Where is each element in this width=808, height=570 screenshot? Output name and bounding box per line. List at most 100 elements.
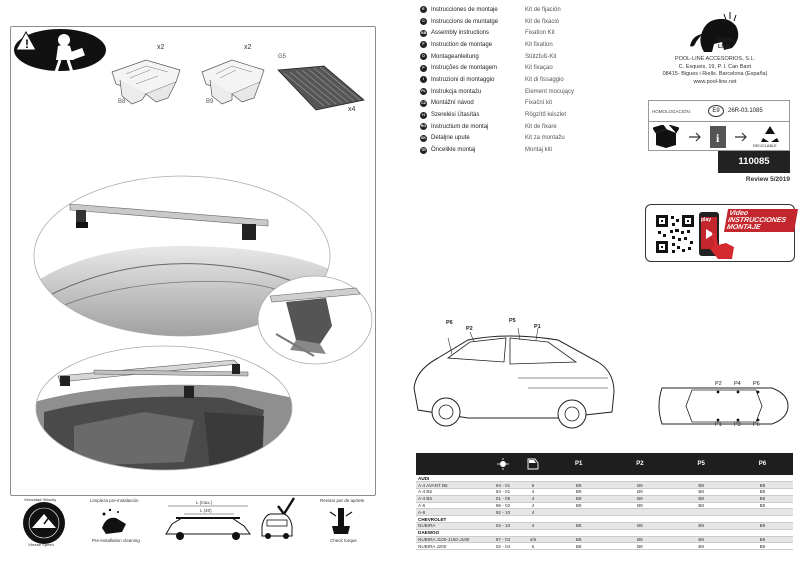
pos-p4-top: P4 — [734, 381, 741, 387]
warning-person-icon: ! — [14, 29, 106, 73]
part-b9-drawing — [201, 59, 265, 105]
flag-icon: C — [420, 18, 427, 26]
language-title: Szerelési Útasítás — [431, 112, 480, 119]
header-p1: P1 — [548, 453, 610, 475]
cell-p5: B9 — [670, 522, 732, 530]
qr-code-icon[interactable] — [654, 213, 696, 255]
language-title: Instructium de montaj — [431, 123, 489, 130]
flag-icon: D — [420, 53, 427, 61]
video-instructions-block[interactable]: play Video INSTRUCCIONES MONTAJE — [645, 204, 799, 262]
part-b8-drawing — [111, 59, 181, 105]
company-name: POOL-LINE ACCESORIOS, S.L. — [674, 56, 756, 62]
cell-p5: B8 — [670, 481, 732, 490]
cell-p5 — [670, 515, 732, 524]
cell-doors: 4 — [518, 502, 548, 510]
video-line-3: MONTAJE — [726, 224, 762, 231]
language-title: Instruction de montage — [431, 41, 493, 48]
cell-p6 — [731, 508, 793, 517]
part-g5-pad-drawing — [277, 65, 365, 111]
cell-p2 — [609, 529, 671, 537]
logo-line-1: POOL — [718, 38, 734, 44]
cell-p2 — [609, 475, 671, 483]
language-kit: Kit de fixació — [525, 18, 560, 25]
review-date: Review 5/2019 — [745, 176, 790, 183]
cell-p2: B9 — [609, 502, 671, 510]
roof-length-diagram-icon — [165, 505, 251, 540]
pos-p2-side: P2 — [466, 326, 473, 332]
language-title: Instrucciones de montaje — [431, 6, 498, 13]
pos-p5-side: P5 — [509, 318, 516, 324]
language-title: Montážní návod — [431, 100, 474, 107]
cell-model: NUBIRA J100-J150-J190 — [416, 536, 488, 544]
cell-p2: B8 — [609, 536, 671, 544]
language-title: Detaljne upute — [431, 135, 470, 142]
cell-years: 04 - 10 — [488, 522, 518, 530]
cell-years: 92 - 10 — [488, 508, 518, 517]
pos-p6-side: P6 — [446, 320, 453, 326]
table-row: CHEVROLET — [416, 515, 793, 524]
cell-p6 — [731, 529, 793, 537]
cell-doors — [518, 529, 548, 537]
arrow-right-icon — [689, 132, 701, 142]
cell-p5 — [670, 529, 732, 537]
cell-p1 — [548, 515, 610, 524]
speed-caption-bottom: Vitesse Speed — [28, 542, 54, 547]
left-panel: ! x2 B8 x2 B9 G5 x4 — [10, 26, 376, 496]
cell-model: CHEVROLET — [416, 515, 488, 524]
language-kit: Fixation Kit — [525, 30, 555, 37]
cell-doors: 4 — [518, 495, 548, 503]
svg-text:i: i — [716, 131, 720, 145]
cell-doors: 4 — [518, 488, 548, 496]
cell-p2: B9 — [609, 488, 671, 496]
logo-line-2: LINE — [718, 44, 731, 50]
cell-p1: B9 — [548, 481, 610, 490]
cell-p2: B9 — [609, 481, 671, 490]
flag-icon: SK — [420, 134, 427, 142]
cell-doors: 4 — [518, 522, 548, 530]
cell-years: 94 - 01 — [488, 481, 518, 490]
box-icon — [653, 125, 679, 148]
cell-doors — [518, 515, 548, 524]
cell-p2: B8 — [609, 542, 671, 551]
cell-p1 — [548, 475, 610, 483]
recyclable-label: RECICLABLE — [753, 144, 777, 148]
dimension-max-label: L (max.) — [196, 500, 213, 505]
header-doors — [518, 453, 548, 475]
flag-icon: F — [420, 41, 427, 49]
info-sheet-icon: i — [710, 126, 726, 148]
cell-p6 — [731, 515, 793, 524]
panel-frame — [10, 26, 376, 496]
company-street: C. Esqueis, 19, P. I. Can Barri — [678, 63, 752, 70]
installed-roof-bars-photo — [35, 345, 293, 471]
flag-icon: E — [420, 6, 427, 14]
cell-p1: B8 — [548, 536, 610, 544]
cell-doors — [518, 475, 548, 483]
cell-p6: B9 — [731, 522, 793, 530]
language-kit: Kit fixaçao — [525, 65, 553, 72]
logo-text: POOL LINE — [718, 38, 734, 50]
cell-years: 94 - 01 — [488, 488, 518, 496]
homologation-mark: E9 — [708, 105, 724, 117]
language-title: Instrukcja montażu — [431, 88, 482, 95]
cell-doors: 5 — [518, 481, 548, 490]
language-title: Assembly instructions — [431, 30, 490, 37]
pool-line-logo-icon — [690, 12, 739, 52]
company-address: POOL-LINE ACCESORIOS, S.L. C. Esqueis, 1… — [640, 56, 790, 86]
packaging-box: i RECICLABLE — [648, 121, 790, 151]
flag-icon: P — [420, 64, 427, 72]
pos-p3-top: P3 — [734, 422, 741, 428]
table-header: P1 P2 P5 P6 — [416, 453, 793, 475]
cell-years: 02 - 04 — [488, 542, 518, 551]
cell-model: AUDI — [416, 475, 488, 483]
cell-years — [488, 475, 518, 483]
